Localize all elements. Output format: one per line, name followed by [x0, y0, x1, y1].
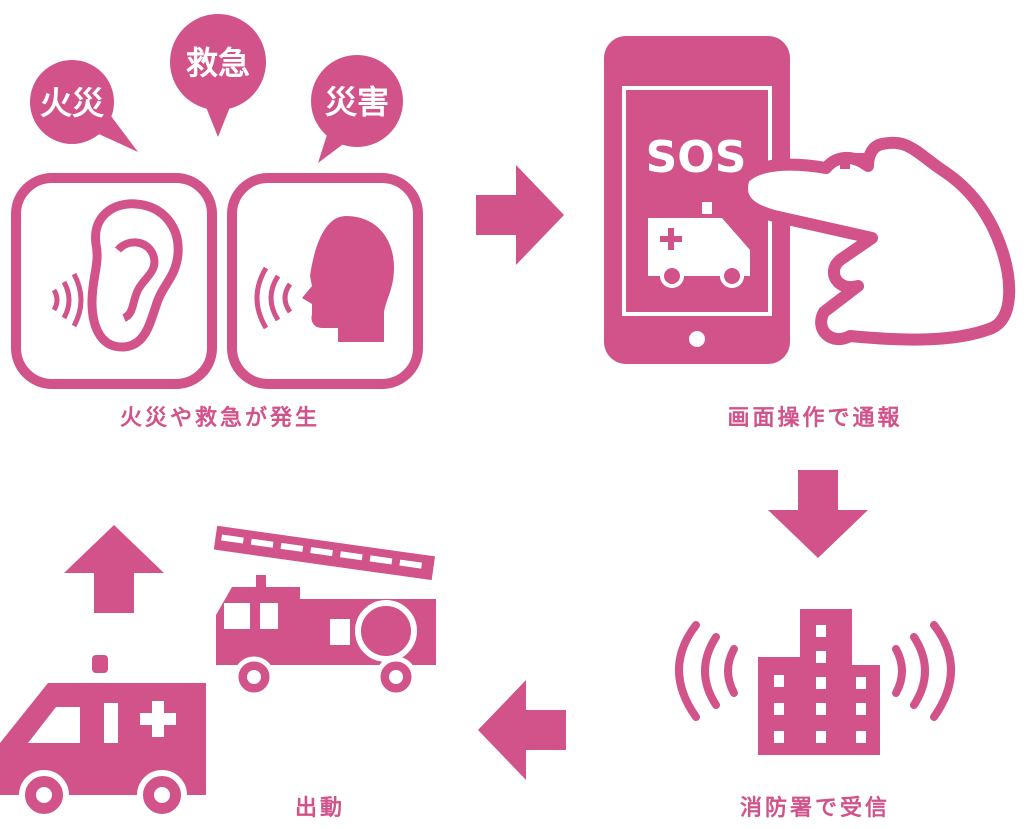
- arrow-down-icon: [768, 470, 868, 558]
- step-label-occurrence: 火災や救急が発生: [119, 406, 320, 431]
- ambulance-icon: [0, 655, 206, 820]
- bubble-fire: 火災: [30, 60, 138, 152]
- fire-station-icon: [675, 609, 955, 755]
- ambulance-small-icon: [648, 202, 750, 288]
- pointing-hand-icon: [736, 136, 1016, 346]
- fire-truck-icon: [213, 525, 436, 698]
- bubble-disaster: 災害: [311, 55, 403, 163]
- step-label-dispatch: 出動: [294, 796, 345, 821]
- bubble-fire-text: 火災: [40, 84, 105, 122]
- speaking-head-icon: [227, 173, 423, 389]
- arrow-up-icon: [64, 525, 164, 613]
- arrow-left-icon: [478, 680, 566, 780]
- bubble-disaster-text: 災害: [325, 83, 389, 121]
- sos-text: SOS: [646, 132, 747, 183]
- bubble-emergency: 救急: [170, 14, 266, 137]
- arrow-right-icon: [476, 165, 564, 265]
- step-label-receive: 消防署で受信: [739, 796, 890, 821]
- bubble-emergency-text: 救急: [186, 44, 250, 82]
- step-label-report: 画面操作で通報: [727, 406, 903, 431]
- ear-icon: [11, 173, 217, 389]
